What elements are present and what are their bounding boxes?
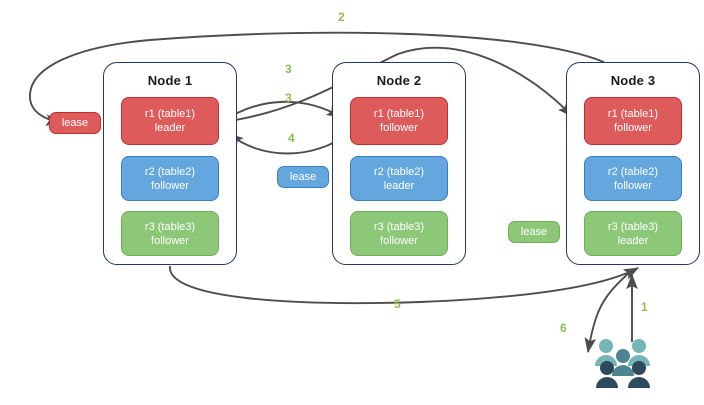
range-name: r3 (table3) bbox=[373, 220, 425, 233]
edge-step-label-6: 6 bbox=[560, 321, 567, 335]
range-name: r3 (table3) bbox=[607, 220, 659, 233]
range-role: leader bbox=[383, 179, 415, 192]
node-title: Node 3 bbox=[610, 73, 656, 88]
edge-step-label-2: 2 bbox=[338, 10, 345, 24]
range-name: r2 (table2) bbox=[373, 165, 425, 178]
range-role: leader bbox=[154, 122, 186, 134]
lease-badge-green[interactable]: lease bbox=[508, 221, 560, 243]
range-name: r1 (table1) bbox=[607, 108, 659, 120]
range-role: leader bbox=[617, 234, 649, 247]
range-role: follower bbox=[380, 234, 418, 247]
range-box-node1-r3[interactable]: r3 (table3) follower bbox=[121, 211, 219, 256]
range-role: follower bbox=[151, 234, 189, 247]
range-box-node2-r2[interactable]: r2 (table2) leader bbox=[350, 156, 448, 201]
edge-step-label-1: 1 bbox=[641, 300, 648, 314]
range-box-node1-r1[interactable]: r1 (table1) leader bbox=[121, 97, 219, 145]
range-box-node1-r2[interactable]: r2 (table2) follower bbox=[121, 156, 219, 201]
range-box-node3-r3[interactable]: r3 (table3) leader bbox=[584, 211, 682, 256]
range-box-node2-r1[interactable]: r1 (table1) follower bbox=[350, 97, 448, 145]
range-box-node3-r2[interactable]: r2 (table2) follower bbox=[584, 156, 682, 201]
range-box-node3-r1[interactable]: r1 (table1) follower bbox=[584, 97, 682, 145]
edge-step-label-5: 5 bbox=[394, 297, 401, 311]
range-name: r1 (table1) bbox=[144, 108, 196, 120]
node-title: Node 2 bbox=[376, 73, 422, 88]
range-role: follower bbox=[614, 122, 652, 134]
lease-badge-blue[interactable]: lease bbox=[277, 166, 329, 188]
range-name: r2 (table2) bbox=[144, 165, 196, 178]
node-title: Node 1 bbox=[147, 73, 193, 88]
range-role: follower bbox=[151, 179, 189, 192]
edge-step-label-4: 4 bbox=[288, 131, 295, 145]
range-name: r1 (table1) bbox=[373, 108, 425, 120]
users-icon bbox=[595, 339, 650, 388]
range-role: follower bbox=[614, 179, 652, 192]
edge-3b-path bbox=[221, 100, 342, 123]
range-name: r3 (table3) bbox=[144, 220, 196, 233]
edge-5-path bbox=[169, 265, 640, 305]
edge-step-label-3a: 3 bbox=[285, 62, 292, 76]
lease-badge-red[interactable]: lease bbox=[49, 112, 101, 134]
range-role: follower bbox=[380, 122, 418, 134]
edge-step-label-3b: 3 bbox=[285, 91, 292, 105]
range-box-node2-r3[interactable]: r3 (table3) follower bbox=[350, 211, 448, 256]
range-name: r2 (table2) bbox=[607, 165, 659, 178]
